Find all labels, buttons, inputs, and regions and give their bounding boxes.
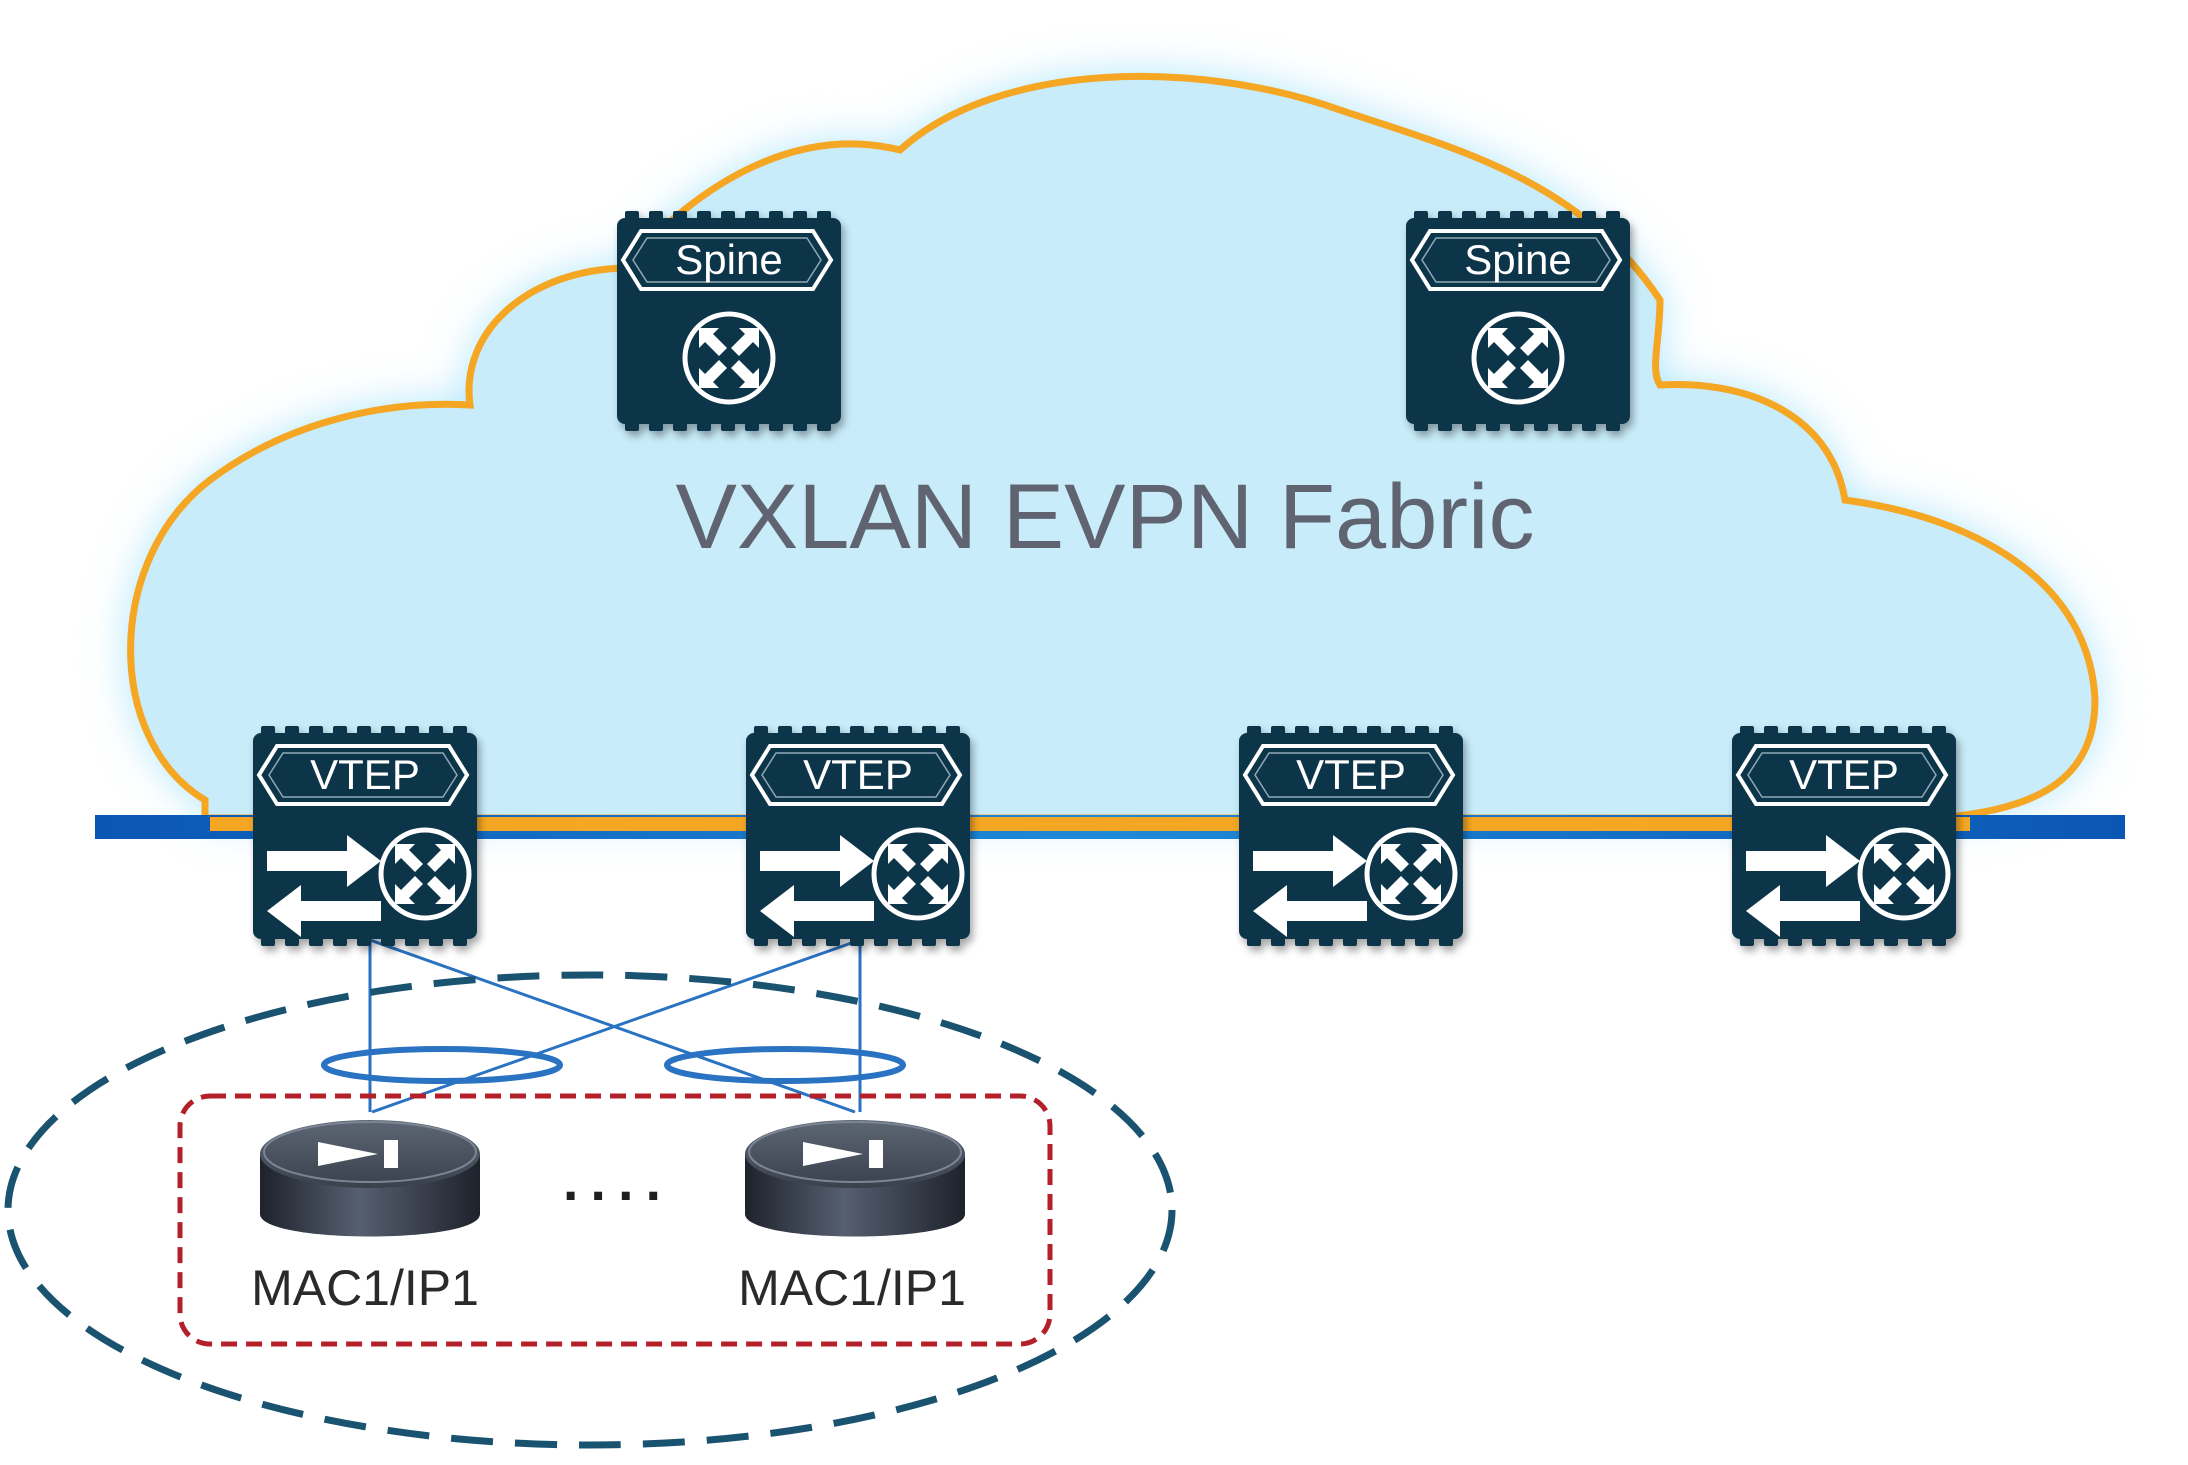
vtep-switch-1[interactable]: VTEP [253, 726, 477, 946]
spine-label: Spine [1464, 236, 1571, 283]
host-ellipsis: .... [563, 1149, 673, 1212]
vtep-label: VTEP [803, 751, 913, 798]
port-channel-ring-2 [664, 1046, 906, 1084]
fabric-cloud [131, 76, 2095, 818]
vtep-switch-4[interactable]: VTEP [1732, 726, 1956, 946]
spine-switch-1[interactable]: Spine [617, 211, 841, 431]
fabric-edge-line [210, 817, 1970, 831]
fabric-title: VXLAN EVPN Fabric [676, 466, 1535, 568]
vtep-switch-3[interactable]: VTEP [1239, 726, 1463, 946]
host-appliance-2[interactable] [744, 1119, 966, 1238]
spine-switch-2[interactable]: Spine [1406, 211, 1630, 431]
host-label-1: MAC1/IP1 [251, 1260, 479, 1316]
spine-label: Spine [675, 236, 782, 283]
host-appliance-1[interactable] [259, 1119, 481, 1238]
vtep-label: VTEP [1296, 751, 1406, 798]
host-label-2: MAC1/IP1 [738, 1260, 966, 1316]
vtep-label: VTEP [310, 751, 420, 798]
port-channel-bundles [321, 1046, 906, 1084]
vtep-label: VTEP [1789, 751, 1899, 798]
access-links [368, 938, 862, 1114]
host-group-outline [4, 971, 1176, 1449]
port-channel-ring-1 [321, 1046, 563, 1084]
vtep-switch-2[interactable]: VTEP [746, 726, 970, 946]
multihoming-group-outline [177, 1093, 1053, 1347]
